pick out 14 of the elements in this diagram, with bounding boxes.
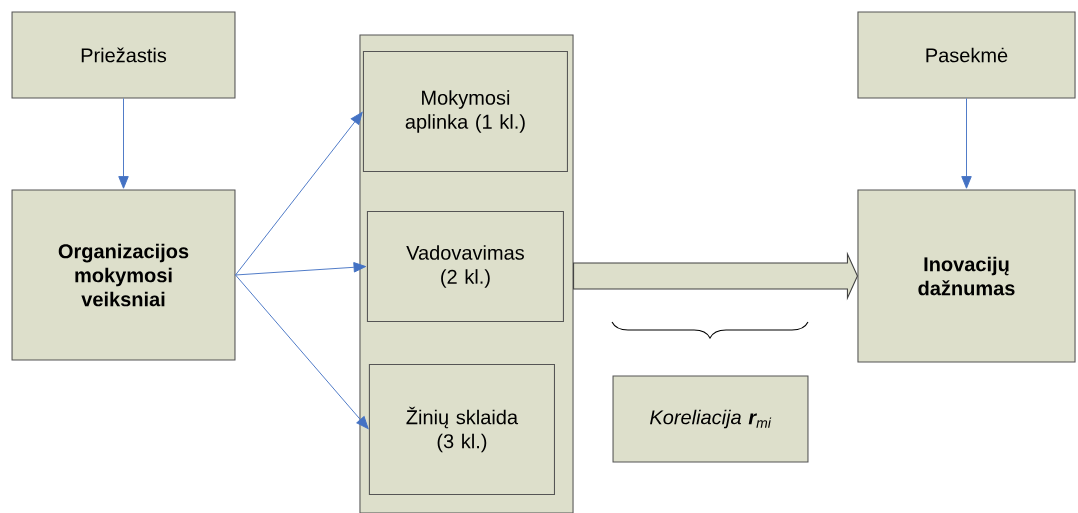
process-box: Koreliacija r$_{mi}$ bbox=[612, 375, 809, 463]
inner-box: Vadovavimas (2 kl.) bbox=[366, 210, 564, 322]
process-box: Inovacijų dažnumas bbox=[857, 189, 1076, 363]
arrow bbox=[118, 98, 129, 189]
block-arrow bbox=[573, 251, 859, 301]
arrow bbox=[961, 98, 972, 189]
inner-box: Mokymosi aplinka (1 kl.) bbox=[362, 50, 568, 172]
arrow bbox=[235, 112, 363, 276]
inner-box: Žinių sklaida (3 kl.) bbox=[368, 363, 555, 495]
arrow bbox=[235, 262, 367, 276]
process-box: Pasekmė bbox=[857, 11, 1076, 99]
process-box: Organizacijos mokymosi veiksniai bbox=[11, 189, 236, 361]
process-box: Priežastis bbox=[11, 11, 236, 99]
arrow bbox=[235, 274, 369, 429]
